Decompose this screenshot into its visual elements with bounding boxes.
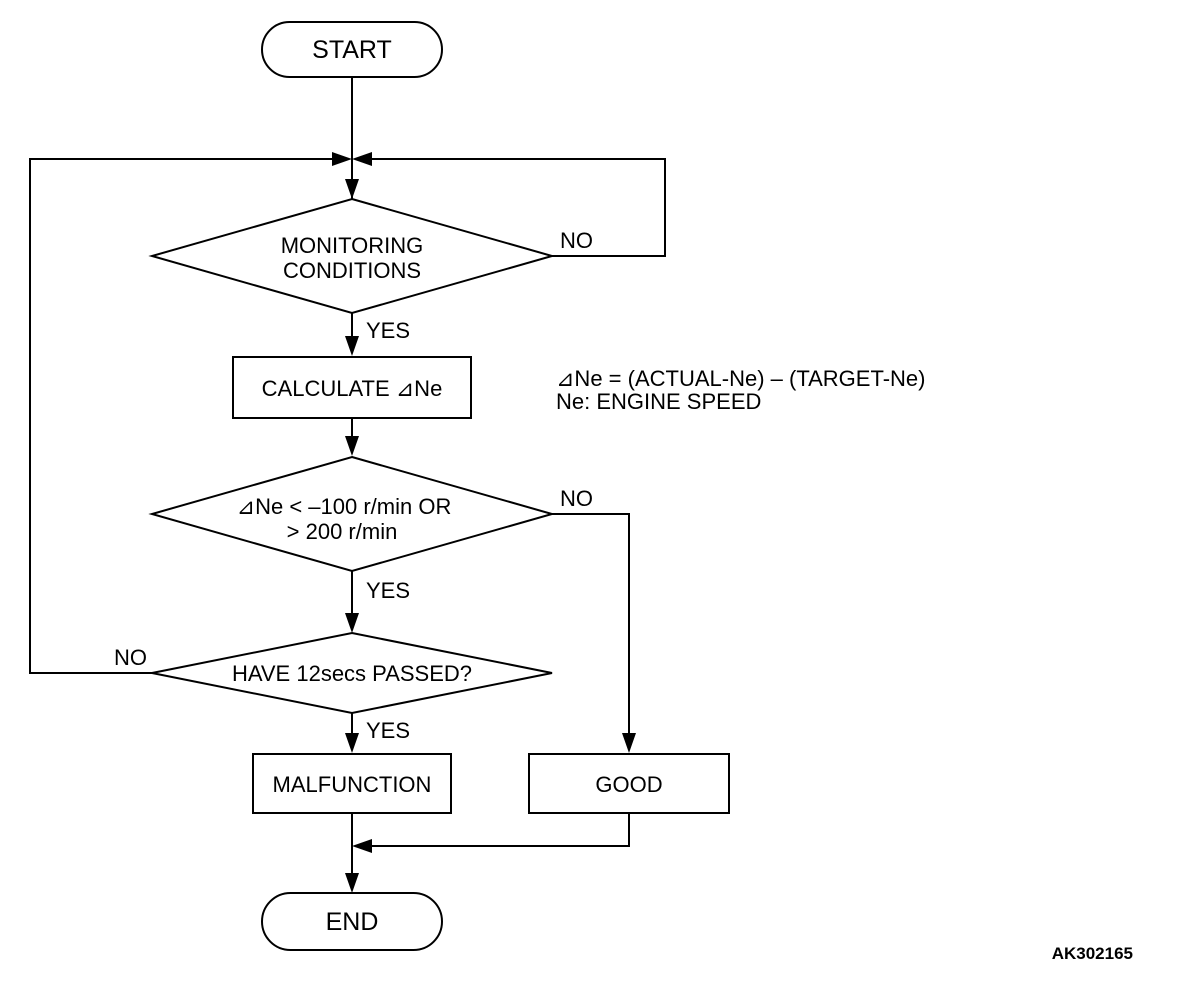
monitoring-label-line1: MONITORING xyxy=(281,233,424,258)
arrowhead-into-passed xyxy=(345,613,359,633)
arrowhead-into-good xyxy=(622,733,636,753)
monitoring-yes-label: YES xyxy=(366,318,410,343)
delta-no-label: NO xyxy=(560,486,593,511)
loop-passed-no xyxy=(29,158,332,674)
connector-delta-no xyxy=(552,513,630,736)
delta-label-line2: > 200 r/min xyxy=(287,519,398,544)
delta-yes-label: YES xyxy=(366,578,410,603)
arrowhead-into-delta xyxy=(345,436,359,456)
end-terminal xyxy=(261,892,443,951)
malfunction-process xyxy=(252,753,452,814)
formula-note: ⊿Ne = (ACTUAL-Ne) – (TARGET-Ne) xyxy=(556,366,925,391)
malfunction-label: MALFUNCTION xyxy=(273,772,432,797)
monitoring-no-label: NO xyxy=(560,228,593,253)
connector-good-merge xyxy=(372,813,630,847)
figure-code: AK302165 xyxy=(1052,944,1133,963)
arrowhead-loop-right xyxy=(352,152,372,166)
good-label: GOOD xyxy=(595,772,662,797)
passed-no-label: NO xyxy=(114,645,147,670)
passed-label: HAVE 12secs PASSED? xyxy=(232,661,472,686)
arrowhead-into-calculate xyxy=(345,336,359,356)
arrowhead-into-monitoring xyxy=(345,179,359,199)
end-label: END xyxy=(326,908,379,936)
calculate-label: CALCULATE ⊿Ne xyxy=(262,376,443,401)
arrowhead-into-malfunction xyxy=(345,733,359,753)
start-label: START xyxy=(312,36,392,64)
loop-monitoring-no xyxy=(372,158,666,257)
good-process xyxy=(528,753,730,814)
monitoring-label-line2: CONDITIONS xyxy=(283,258,421,283)
arrowhead-loop-left xyxy=(332,152,352,166)
delta-label-line1: ⊿Ne < –100 r/min OR xyxy=(237,494,452,519)
passed-yes-label: YES xyxy=(366,718,410,743)
engine-speed-note: Ne: ENGINE SPEED xyxy=(556,389,761,414)
arrowhead-into-end xyxy=(345,873,359,893)
arrowhead-good-merge xyxy=(352,839,372,853)
